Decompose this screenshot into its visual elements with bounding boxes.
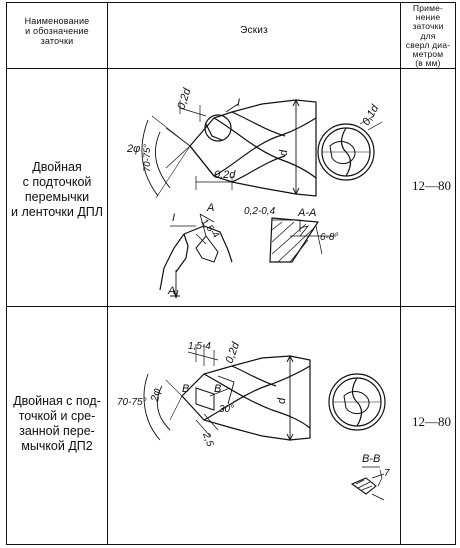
- row1-label-detail-I-view: I: [172, 212, 175, 224]
- row2-drill-end-view: [328, 373, 386, 431]
- table-col-divider-1: [107, 2, 108, 545]
- row1-sharpening-name: Двойная с подточкой перемычки и ленточки…: [11, 160, 103, 219]
- header-sketch-column: Эскиз: [240, 25, 268, 36]
- table-col-divider-2: [400, 2, 401, 545]
- row1-label-section-A-top: A: [206, 202, 214, 214]
- row2-label-section-BB: В-В: [362, 453, 380, 465]
- table-top-border: [6, 2, 456, 3]
- row1-label-15-4: 1,5-4: [199, 217, 221, 241]
- row1-label-6-8: 6-8°: [320, 232, 338, 243]
- row1-label-section-A-bottom: A: [167, 285, 175, 297]
- row1-label-2phi: 2φ: [126, 143, 140, 155]
- table-left-border: [6, 2, 7, 545]
- row2-label-d: d: [276, 397, 288, 404]
- row1-label-section-AA: А-А: [297, 207, 316, 219]
- row2-drill-side-view: [143, 344, 311, 442]
- row2-label-25: 2,5: [200, 430, 216, 448]
- row2-label-2phi: 2φ: [149, 387, 163, 403]
- header-name-column: Наименование и обозначение заточки: [24, 16, 90, 46]
- row1-drill-side-view: [141, 98, 317, 199]
- row1-drill-end-view: [317, 115, 383, 181]
- header-usage-column: Приме- нение заточки для сверл диа- метр…: [405, 3, 451, 69]
- row2-label-section-B-left: B: [182, 383, 189, 395]
- row1-label-70-75: 70-75°: [142, 144, 153, 172]
- row1-label-d: d: [278, 149, 290, 156]
- row2-label-7: 7: [384, 468, 390, 479]
- row2-section-BB: [350, 466, 385, 501]
- table-row-divider: [6, 306, 456, 307]
- row1-label-01d: 0,1d: [360, 102, 382, 127]
- row1-label-detail-I: I: [237, 97, 240, 109]
- table-bottom-border: [6, 544, 456, 545]
- row2-sharpening-name: Двойная с под- точкой и сре- занной пере…: [13, 394, 101, 453]
- row1-detail-I: [159, 213, 233, 299]
- row2-label-30: 30°: [219, 404, 234, 415]
- row1-diameter-range: 12—80: [412, 178, 451, 193]
- row1-label-02-04: 0,2-0,4: [244, 206, 276, 217]
- row1-label-02d-top: 0,2d: [175, 86, 193, 111]
- row2-label-15-4: 1,5-4: [188, 341, 211, 352]
- row1-label-02d-bottom: 0,2d: [214, 169, 236, 181]
- row1-section-AA: [269, 217, 336, 263]
- row2-diameter-range: 12—80: [412, 414, 451, 429]
- row2-label-section-B-right: B: [214, 383, 221, 395]
- row2-label-02d: 0,2d: [224, 340, 243, 365]
- table-header-bottom-border: [6, 68, 456, 69]
- row2-label-70-75: 70-75°: [117, 397, 147, 408]
- table-right-border: [455, 2, 456, 545]
